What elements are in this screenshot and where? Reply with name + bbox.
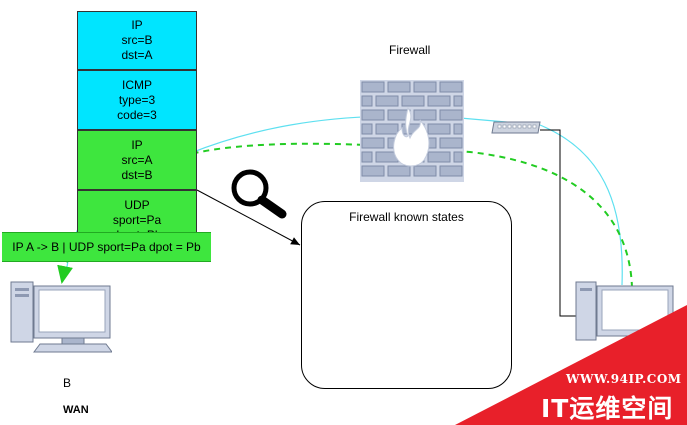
switch-icon bbox=[491, 121, 541, 134]
lookup-arrow bbox=[196, 189, 301, 246]
watermark-url: WWW.94IP.COM bbox=[566, 372, 682, 386]
firewall-icon bbox=[360, 80, 464, 182]
host-b-label: B bbox=[63, 376, 72, 390]
switch-to-host-line bbox=[540, 129, 577, 317]
state-entry: IP A -> B | UDP sport=Pa dpot = Pb bbox=[2, 232, 211, 262]
firewall-label: Firewall bbox=[389, 43, 431, 57]
computer-icon bbox=[10, 281, 112, 353]
packet-field: ICMP bbox=[122, 77, 152, 92]
packet-field: dst=B bbox=[121, 167, 153, 182]
packet-field: dst=A bbox=[121, 48, 153, 62]
magnifier-icon bbox=[231, 169, 287, 219]
watermark-name: IT运维空间 bbox=[541, 394, 674, 423]
states-title: Firewall known states bbox=[349, 210, 464, 224]
packet-field: IP bbox=[131, 18, 143, 32]
firewall-states-table: Firewall known states bbox=[301, 201, 512, 389]
packet-field: IP bbox=[131, 137, 143, 152]
packet-field: sport=Pa bbox=[112, 212, 162, 227]
packet-field: src=B bbox=[121, 33, 153, 47]
packet-field: code=3 bbox=[117, 107, 157, 122]
watermark-corner bbox=[455, 305, 687, 425]
packet-field: src=A bbox=[121, 152, 153, 167]
packet-field: type=3 bbox=[118, 92, 156, 107]
packet-field: UDP bbox=[124, 197, 150, 212]
host-b-zone-label: WAN bbox=[63, 404, 89, 416]
